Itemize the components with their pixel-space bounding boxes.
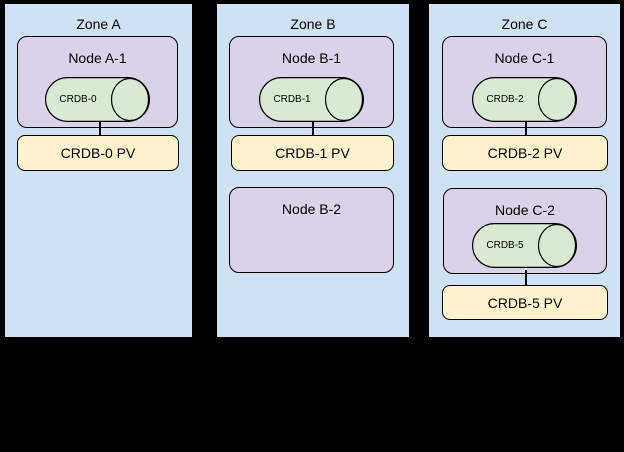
node-c-1-title: Node C-1 xyxy=(494,50,555,66)
cylinder-shape xyxy=(472,223,577,268)
crdb-2-pv-box: CRDB-2 PV xyxy=(442,135,608,171)
node-b-1-box: Node B-1 CRDB-1 xyxy=(229,36,394,128)
node-a-1-title: Node A-1 xyxy=(68,50,127,66)
connector-node-c-1-to-pv xyxy=(525,122,527,137)
cylinder-cap-shape xyxy=(537,223,577,268)
cylinder-shape xyxy=(45,77,150,122)
crdb-2-pod-cylinder: CRDB-2 xyxy=(472,77,577,122)
node-c-2-box: Node C-2 CRDB-5 xyxy=(443,188,607,274)
node-c-2-title: Node C-2 xyxy=(495,202,555,218)
cylinder-shape xyxy=(472,77,577,122)
crdb-5-pv-box: CRDB-5 PV xyxy=(442,285,608,320)
crdb-1-pod-cylinder: CRDB-1 xyxy=(259,77,364,122)
zone-panel-c: Zone C Node C-1 CRDB-2 CRDB-2 PV Node C-… xyxy=(427,2,622,339)
cylinder-cap-shape xyxy=(110,77,150,122)
crdb-0-pv-box: CRDB-0 PV xyxy=(17,135,179,171)
node-b-2-title: Node B-2 xyxy=(281,201,342,217)
zone-c-title: Zone C xyxy=(501,16,548,32)
crdb-0-pod-label: CRDB-0 xyxy=(59,94,97,105)
node-c-1-box: Node C-1 CRDB-2 xyxy=(442,36,607,128)
crdb-5-pod-cylinder: CRDB-5 xyxy=(472,223,577,268)
node-b-1-title: Node B-1 xyxy=(281,50,342,66)
crdb-1-pv-box: CRDB-1 PV xyxy=(231,135,394,171)
cylinder-cap-shape xyxy=(537,77,577,122)
connector-node-b-1-to-pv xyxy=(312,122,314,137)
node-a-1-box: Node A-1 CRDB-0 xyxy=(17,36,178,128)
zone-panel-b: Zone B Node B-1 CRDB-1 CRDB-1 PV Node B-… xyxy=(215,2,411,339)
connector-node-c-2-to-pv xyxy=(525,270,527,287)
cylinder-shape xyxy=(259,77,364,122)
crdb-1-pod-label: CRDB-1 xyxy=(273,94,311,105)
zone-b-title: Zone B xyxy=(290,16,336,32)
zone-panel-a: Zone A Node A-1 CRDB-0 CRDB-0 PV xyxy=(3,2,194,339)
zone-a-title: Zone A xyxy=(76,16,121,32)
crdb-0-pod-cylinder: CRDB-0 xyxy=(45,77,150,122)
crdb-5-pod-label: CRDB-5 xyxy=(486,240,524,251)
node-b-2-box: Node B-2 xyxy=(229,187,394,273)
cylinder-cap-shape xyxy=(324,77,364,122)
crdb-2-pod-label: CRDB-2 xyxy=(486,94,524,105)
connector-node-a-1-to-pv xyxy=(99,122,101,137)
